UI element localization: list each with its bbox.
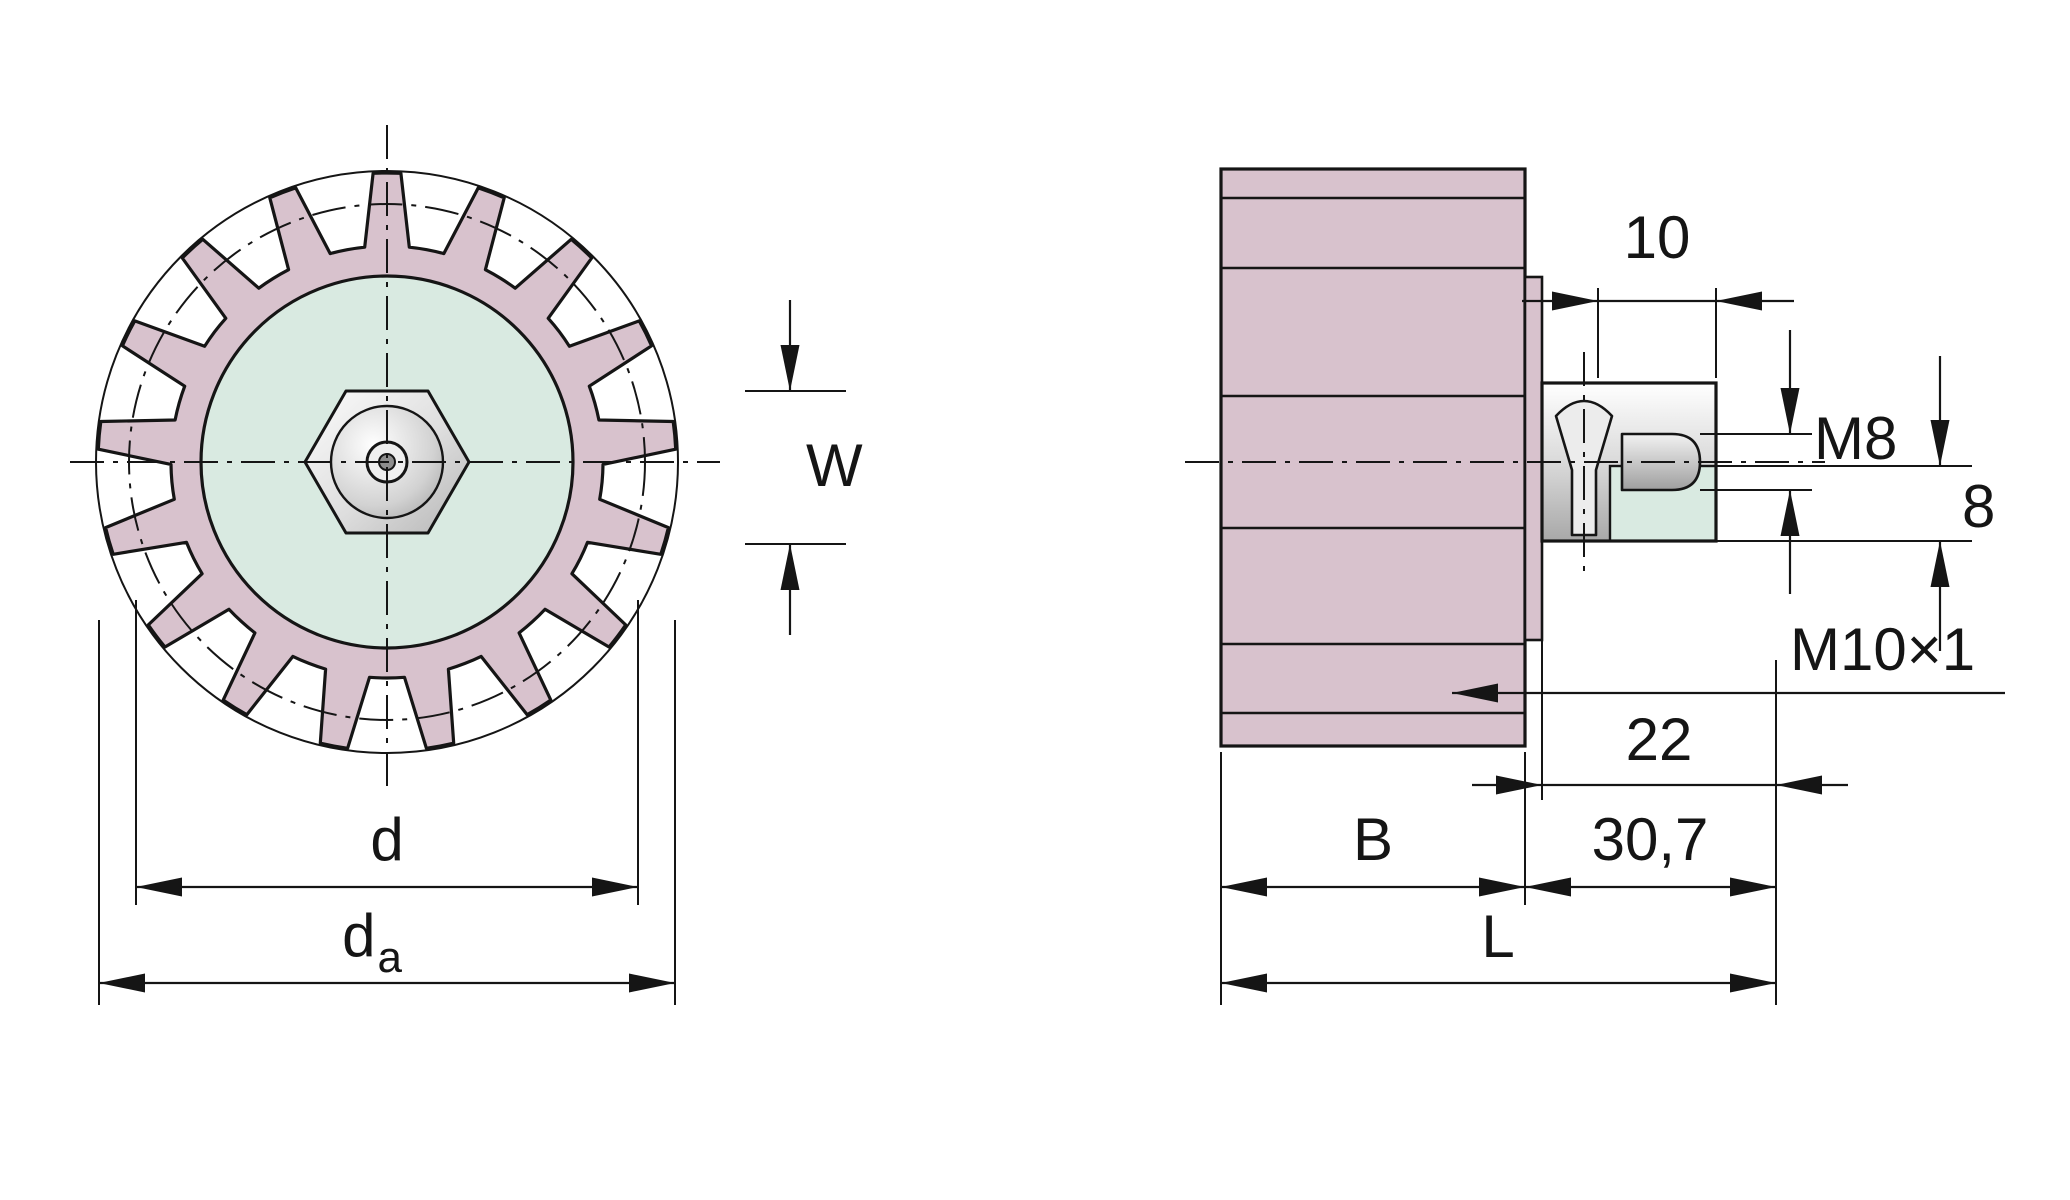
- arrowhead: [1730, 973, 1776, 993]
- arrowhead: [592, 877, 638, 897]
- arrowhead: [1780, 388, 1800, 434]
- gear-front-view: [70, 125, 720, 795]
- label-m8: M8: [1814, 405, 1897, 472]
- arrowhead: [1525, 877, 1571, 897]
- arrowhead: [1716, 291, 1762, 311]
- dimension-m10x1: M10×1: [1452, 616, 2005, 695]
- arrowhead: [1776, 775, 1822, 795]
- arrowhead: [1930, 541, 1950, 587]
- label-l: L: [1481, 903, 1514, 970]
- arrowhead: [136, 877, 182, 897]
- label-da: da: [342, 902, 402, 982]
- sprocket-body: [1219, 167, 1527, 748]
- dimension-arrowheads: [99, 291, 1950, 993]
- side-plate: [1523, 275, 1544, 642]
- dimension-l: L: [1221, 903, 1776, 985]
- arrowhead: [629, 973, 675, 993]
- arrowhead: [780, 345, 800, 391]
- arrowhead: [1496, 775, 1542, 795]
- dimension-b: B 30,7: [1220, 660, 1777, 1005]
- arrowhead: [1452, 683, 1498, 703]
- dimension-8: 8: [1716, 356, 1995, 651]
- dimension-w: W: [745, 300, 863, 635]
- arrowhead: [1221, 973, 1267, 993]
- label-d: d: [370, 806, 403, 873]
- dimension-10: 10: [1522, 204, 1794, 378]
- arrowhead: [1479, 877, 1525, 897]
- label-b: B: [1353, 806, 1393, 873]
- arrowhead: [1221, 877, 1267, 897]
- arrowhead: [99, 973, 145, 993]
- arrowhead: [1730, 877, 1776, 897]
- dimension-22: 22: [1472, 560, 1848, 800]
- dimension-da: da: [98, 620, 676, 1005]
- label-30-7: 30,7: [1592, 806, 1709, 873]
- label-m10x1: M10×1: [1790, 616, 1975, 683]
- arrowhead: [1552, 291, 1598, 311]
- gear-side-view: [1185, 167, 1825, 748]
- label-8: 8: [1962, 473, 1995, 540]
- dimension-d: d: [135, 600, 639, 905]
- arrowhead: [780, 544, 800, 590]
- label-22: 22: [1626, 706, 1693, 773]
- label-w: W: [806, 432, 863, 499]
- label-10: 10: [1624, 204, 1691, 271]
- dimension-m8: M8: [1700, 330, 1897, 594]
- arrowhead: [1780, 490, 1800, 536]
- arrowhead: [1930, 420, 1950, 466]
